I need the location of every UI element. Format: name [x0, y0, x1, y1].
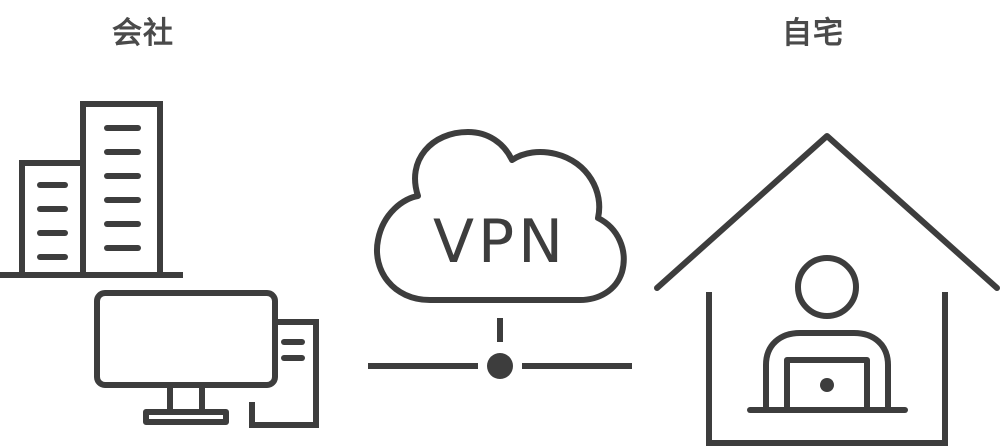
office-building-icon	[0, 101, 183, 278]
network-node-dot	[487, 353, 513, 379]
house-icon	[654, 133, 1000, 446]
desktop-computer-icon	[94, 290, 319, 428]
cloud-icon: VPN	[374, 129, 627, 303]
person-with-laptop-icon	[747, 255, 908, 413]
home-label: 自宅	[782, 16, 844, 51]
office-label: 会社	[112, 16, 174, 51]
network-node-icon	[368, 318, 632, 379]
vpn-text: VPN	[433, 207, 567, 277]
